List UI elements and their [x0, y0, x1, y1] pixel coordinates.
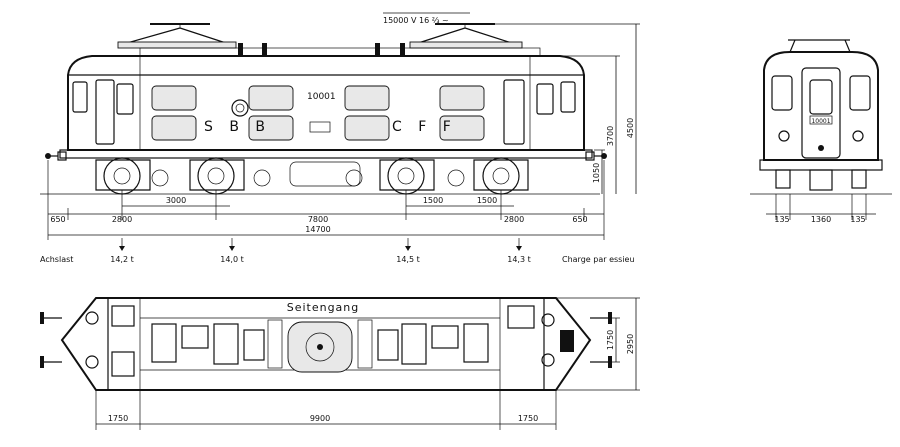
axle-load-4: 14,3 t — [507, 255, 531, 264]
lettering-sbb: S B B — [204, 119, 271, 135]
end-door — [801, 67, 841, 159]
dim-650-left: 650 — [50, 215, 65, 224]
plan-dim-1750-right: 1750 — [518, 414, 538, 423]
dim-1500-b: 1500 — [477, 196, 497, 205]
dim-1500-a: 1500 — [423, 196, 443, 205]
louvres — [151, 85, 485, 141]
axle-load-2: 14,0 t — [220, 255, 244, 264]
end-dim-right: 135 — [850, 215, 865, 224]
plan-equipment — [85, 305, 574, 377]
end-elevation: 10001 135 1360 135 — [750, 39, 892, 224]
dim-overall-length: 14700 — [305, 225, 330, 234]
dim-height-body: 1050 — [592, 163, 601, 183]
corridor-label: Seitengang — [287, 301, 360, 314]
plan-view: Seitengang — [40, 297, 640, 430]
dim-3000: 3000 — [166, 196, 186, 205]
lettering-cff: C F F — [392, 119, 457, 135]
plan-width-outer: 2950 — [626, 334, 635, 354]
plan-dim-9900: 9900 — [310, 414, 330, 423]
side-dimensions: 3000 1500 1500 650 2800 7800 2800 650 14… — [47, 23, 640, 240]
axle-load-3: 14,5 t — [396, 255, 420, 264]
dim-2800-left: 2800 — [112, 215, 132, 224]
axle-loads: Achslast Charge par essieu 14,2 t 14,0 t… — [40, 238, 635, 264]
dim-7800: 7800 — [308, 215, 328, 224]
end-dim-left: 135 — [774, 215, 789, 224]
side-elevation: 10001 S B B C F F — [40, 23, 607, 195]
axle-load-label-right: Charge par essieu — [562, 255, 635, 264]
underframe — [59, 149, 593, 159]
axle-load-1: 14,2 t — [110, 255, 134, 264]
end-dim-gauge: 1360 — [811, 215, 831, 224]
road-number-side: 10001 — [307, 92, 336, 102]
dim-650-right: 650 — [572, 215, 587, 224]
pantograph-right — [409, 23, 523, 49]
dim-2800-right: 2800 — [504, 215, 524, 224]
dim-height-total: 4500 — [626, 118, 635, 138]
supply-voltage-label: 15000 V 16 ⅔ ~ — [383, 16, 449, 25]
pantograph-left — [117, 23, 237, 49]
end-body-outline — [763, 51, 879, 161]
dim-height-roof: 3700 — [606, 126, 615, 146]
body-outline — [67, 55, 585, 151]
plan-width-inner: 1750 — [606, 330, 615, 350]
supply-voltage: 15000 V 16 ⅔ ~ — [383, 12, 470, 25]
axle-load-label-left: Achslast — [40, 255, 73, 264]
wheelsets — [95, 157, 529, 195]
plan-dim-1750-left: 1750 — [108, 414, 128, 423]
road-number-end: 10001 — [811, 118, 830, 125]
